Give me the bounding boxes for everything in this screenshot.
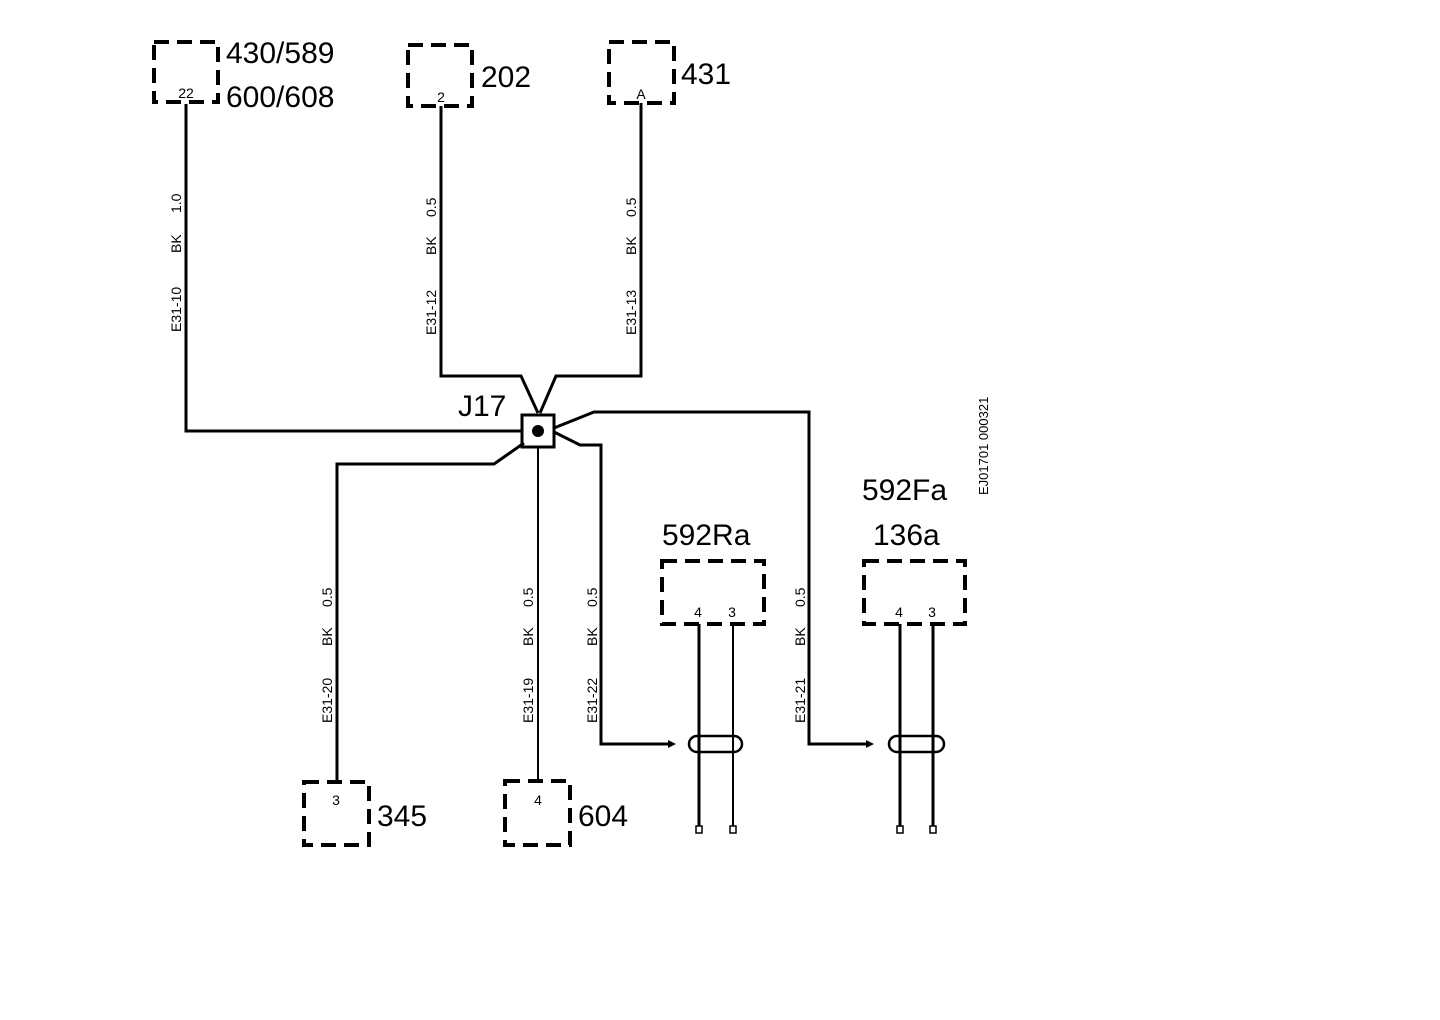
pin-label-b: 3	[728, 604, 736, 620]
component-label: 592Ra	[662, 519, 751, 552]
component-label: 604	[578, 800, 628, 833]
pin-label: 22	[178, 85, 194, 101]
splice-dot	[532, 425, 544, 437]
wire-e31-21: E31-21 BK 0.5	[553, 410, 874, 748]
wire-e31-12: E31-12 BK 0.5	[423, 106, 540, 414]
component-label-line2: 600/608	[226, 81, 334, 114]
component-592ra: 592Ra 4 3	[660, 519, 766, 626]
component-604: 4 604	[503, 779, 628, 847]
connector-box	[862, 559, 967, 626]
splice-j17: J17	[458, 390, 556, 449]
wire-color-label: BK	[520, 627, 536, 646]
wire-circuit-label: E31-13	[623, 290, 639, 335]
wire-circuit-label: E31-22	[584, 678, 600, 723]
pin-label: 4	[534, 792, 542, 808]
connector-box	[152, 40, 220, 104]
wire-end-terminal	[729, 825, 737, 834]
wire-color-label: BK	[423, 236, 439, 255]
wire-color-label: BK	[792, 627, 808, 646]
wire-size-label: 1.0	[168, 193, 184, 213]
wire-size-label: 0.5	[319, 587, 335, 607]
diagram-reference: EJ01701 000321	[976, 397, 991, 495]
wire-path	[439, 106, 540, 414]
wire-arrow	[668, 740, 676, 748]
pin-label: A	[636, 86, 646, 102]
component-431: A 431	[607, 40, 731, 105]
wire-circuit-label: E31-10	[168, 287, 184, 332]
wire-size-label: 0.5	[792, 587, 808, 607]
wire-path	[553, 410, 866, 746]
shielded-pair-592ra	[687, 624, 744, 834]
wire-e31-20: E31-20 BK 0.5	[319, 441, 525, 784]
shielded-pair-592fa	[887, 624, 946, 834]
wire-path	[184, 104, 522, 433]
wire-end-terminal	[695, 825, 703, 834]
wire-color-label: BK	[623, 236, 639, 255]
connector-box	[660, 559, 766, 626]
wire-e31-13: E31-13 BK 0.5	[538, 103, 643, 414]
wire-circuit-label: E31-20	[319, 678, 335, 723]
component-label: 202	[481, 61, 531, 94]
wire-circuit-label: E31-19	[520, 678, 536, 723]
pin-label-b: 3	[928, 604, 936, 620]
wire-e31-19: E31-19 BK 0.5	[520, 447, 539, 783]
wire-color-label: BK	[168, 234, 184, 253]
wire-circuit-label: E31-12	[423, 290, 439, 335]
wire-size-label: 0.5	[520, 587, 536, 607]
wire-end-terminal	[896, 825, 904, 834]
wire-path	[553, 430, 668, 746]
pin-label: 2	[437, 89, 445, 105]
wire-arrow	[866, 740, 874, 748]
pin-label-a: 4	[895, 604, 903, 620]
diagram-reference-text: EJ01701 000321	[976, 397, 991, 495]
pin-label: 3	[332, 792, 340, 808]
shield-oval	[887, 734, 946, 754]
component-label: 345	[377, 800, 427, 833]
component-label-line1: 592Fa	[862, 474, 947, 507]
wire-e31-22: E31-22 BK 0.5	[553, 430, 676, 748]
component-592fa-136a: 592Fa 136a 4 3	[862, 474, 967, 626]
wire-size-label: 0.5	[623, 197, 639, 217]
connector-box	[406, 43, 474, 108]
component-label-line1: 430/589	[226, 37, 334, 70]
splice-label: J17	[458, 390, 506, 423]
component-430-589-600-608: 22 430/589 600/608	[152, 37, 334, 114]
component-label: 431	[681, 58, 731, 91]
pin-label-a: 4	[694, 604, 702, 620]
component-345: 3 345	[302, 780, 427, 847]
wire-path	[538, 103, 643, 414]
shield-oval	[687, 734, 744, 754]
component-202: 2 202	[406, 43, 531, 108]
connector-box	[503, 779, 572, 847]
wire-e31-10: E31-10 BK 1.0	[168, 104, 522, 433]
component-label-line2: 136a	[873, 519, 940, 552]
wire-path	[335, 441, 525, 784]
wire-size-label: 0.5	[584, 587, 600, 607]
connector-box	[607, 40, 676, 105]
wire-circuit-label: E31-21	[792, 678, 808, 723]
wire-color-label: BK	[584, 627, 600, 646]
wire-size-label: 0.5	[423, 197, 439, 217]
wire-end-terminal	[929, 825, 937, 834]
wire-color-label: BK	[319, 627, 335, 646]
